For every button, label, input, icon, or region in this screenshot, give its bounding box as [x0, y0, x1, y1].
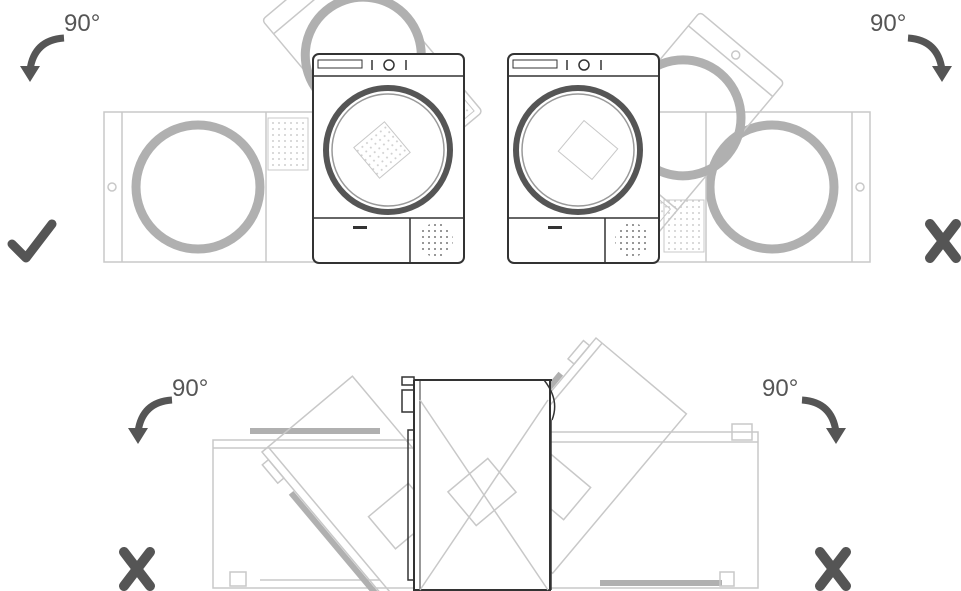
top-left-ghost-horizontal — [103, 111, 317, 263]
angle-label-top-right: 90° — [870, 10, 907, 37]
angle-label-bottom-right: 90° — [762, 375, 799, 402]
bottom-right-ghost-horizontal — [547, 423, 759, 589]
check-icon — [7, 219, 57, 263]
top-left-dryer-front — [312, 53, 465, 264]
rotate-counterclockwise-arrow-icon — [20, 34, 65, 82]
angle-label-bottom-left: 90° — [172, 375, 209, 402]
cross-icon — [815, 547, 851, 591]
cross-icon — [119, 547, 155, 591]
rotate-clockwise-arrow-icon — [801, 396, 846, 444]
bottom-left-ghost-horizontal — [212, 428, 424, 589]
cross-icon — [925, 219, 961, 263]
angle-label-top-left: 90° — [64, 10, 101, 37]
rotate-counterclockwise-arrow-icon — [128, 396, 173, 444]
rotate-clockwise-arrow-icon — [907, 34, 952, 82]
top-right-dryer-front — [507, 53, 660, 264]
bottom-dryer-side — [401, 376, 556, 591]
top-right-ghost-horizontal — [657, 111, 871, 263]
